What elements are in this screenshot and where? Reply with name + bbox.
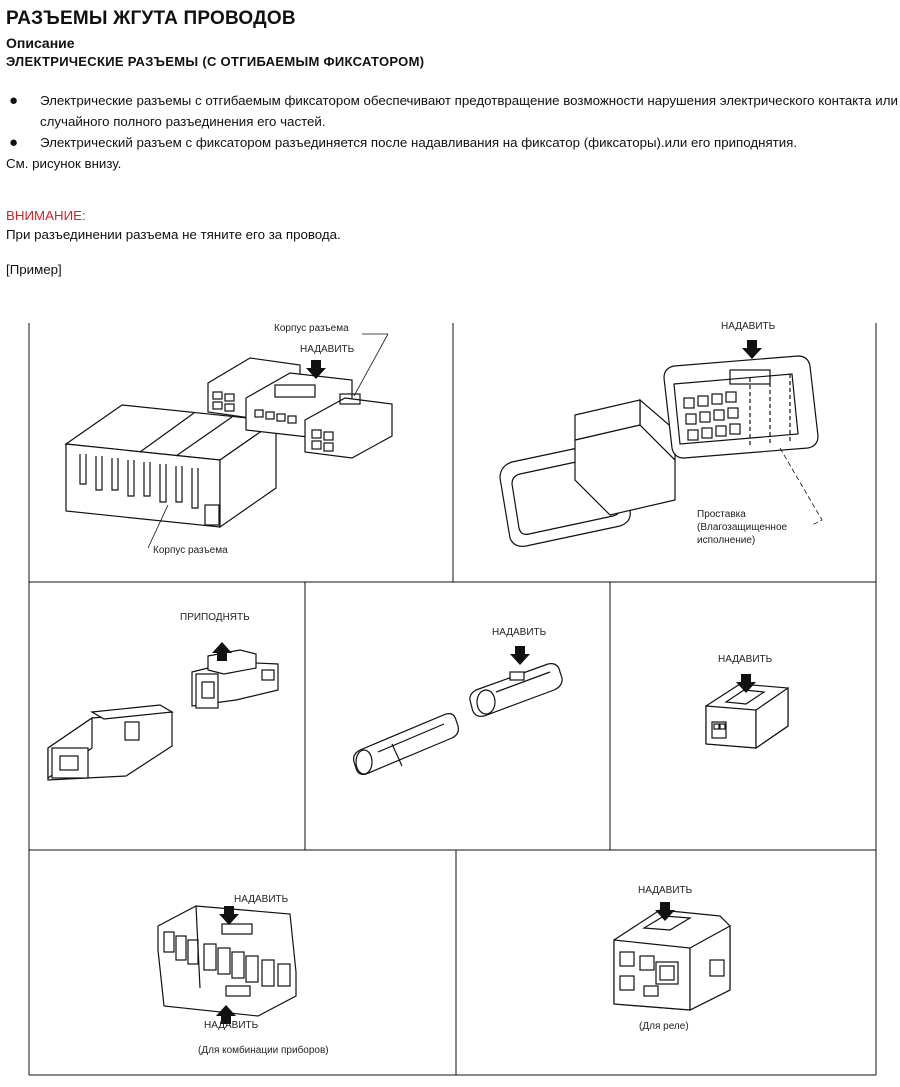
panel-4-arrow xyxy=(510,646,530,665)
panel-2-arrow xyxy=(742,340,762,359)
p1-housing-top-label: Корпус разъема xyxy=(274,323,349,334)
section-heading: ЭЛЕКТРИЧЕСКИЕ РАЗЪЕМЫ (С ОТГИБАЕМЫМ ФИКС… xyxy=(6,54,425,69)
page-subtitle: Описание xyxy=(6,35,75,51)
p1-housing-bottom-label: Корпус разъема xyxy=(153,545,228,556)
panel-7-connector xyxy=(613,909,731,1011)
p2-push-label: НАДАВИТЬ xyxy=(721,321,776,332)
bullet-text: Электрический разъем с фиксатором разъед… xyxy=(40,135,798,150)
p1-push-label: НАДАВИТЬ xyxy=(300,344,355,355)
bullet-text: Электрические разъемы с отгибаемым фикса… xyxy=(40,93,898,129)
panel-3-connector xyxy=(47,649,279,781)
bullet-item: ● Электрические разъемы с отгибаемым фик… xyxy=(6,90,898,132)
page-title: РАЗЪЕМЫ ЖГУТА ПРОВОДОВ xyxy=(6,8,296,29)
p2-spacer-label-3: исполнение) xyxy=(697,535,755,546)
panel-2-connector xyxy=(499,355,819,547)
p7-caption: (Для реле) xyxy=(639,1021,689,1032)
p2-spacer-label-2: (Влагозащищенное xyxy=(697,522,788,533)
diagram-grid xyxy=(28,323,877,1076)
warning-heading: ВНИМАНИЕ: xyxy=(6,208,86,223)
panel-4-connector xyxy=(353,663,563,775)
p3-lift-label: ПРИПОДНЯТЬ xyxy=(180,612,250,623)
panel-6-connector xyxy=(157,905,297,1017)
p4-push-label: НАДАВИТЬ xyxy=(492,627,547,638)
see-below-note: См. рисунок внизу. xyxy=(6,156,122,171)
p6-push-bottom-label: НАДАВИТЬ xyxy=(204,1020,259,1031)
panel-1-connector xyxy=(64,357,393,529)
bullet-dot-icon: ● xyxy=(9,92,19,109)
example-label: [Пример] xyxy=(6,262,62,277)
p6-push-top-label: НАДАВИТЬ xyxy=(234,894,289,905)
p6-caption: (Для комбинации приборов) xyxy=(198,1044,329,1056)
p2-spacer-label-1: Проставка xyxy=(697,509,746,520)
p5-push-label: НАДАВИТЬ xyxy=(718,654,773,665)
panel-5-connector xyxy=(705,683,789,750)
p7-push-label: НАДАВИТЬ xyxy=(638,885,693,896)
bullet-dot-icon: ● xyxy=(9,134,19,151)
bullet-list: ● Электрические разъемы с отгибаемым фик… xyxy=(6,90,898,174)
warning-text: При разъединении разъема не тяните его з… xyxy=(6,227,341,242)
bullet-item: ● Электрический разъем с фиксатором разъ… xyxy=(6,132,898,153)
